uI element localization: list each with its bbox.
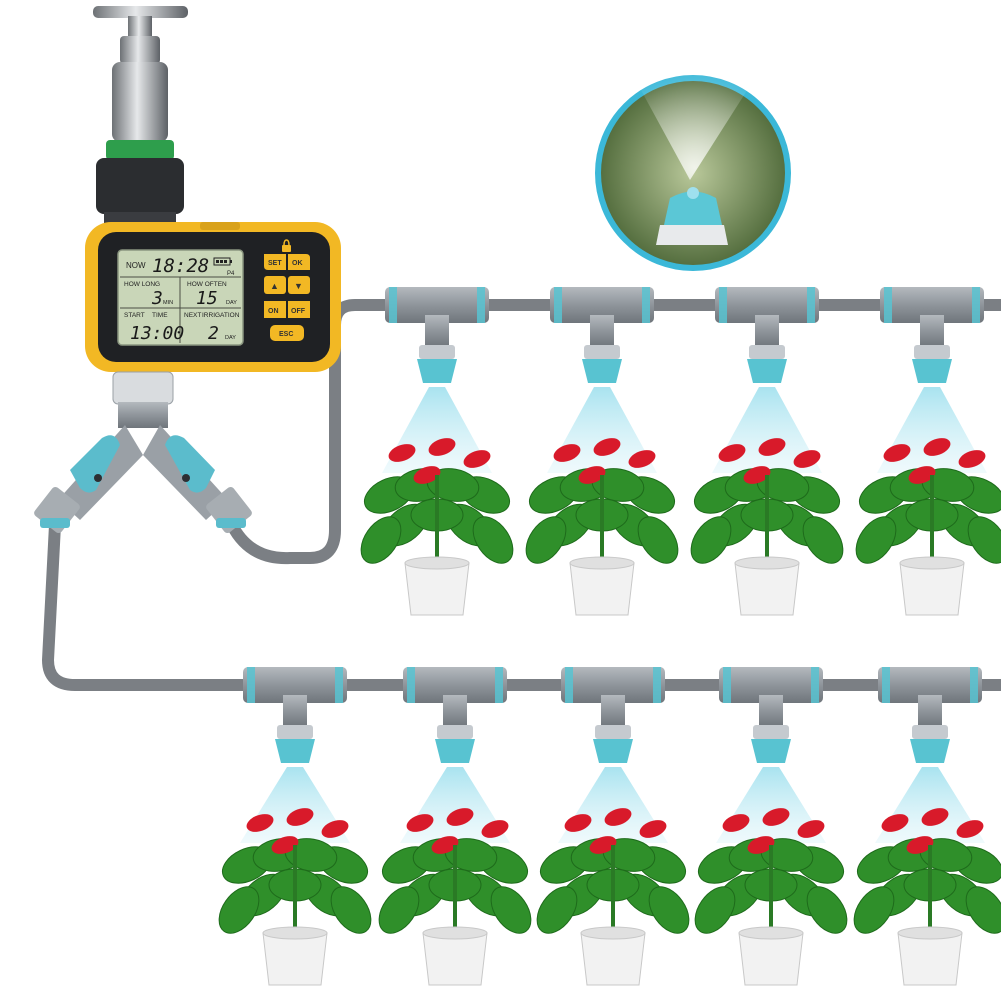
mist-nozzle-icon xyxy=(910,725,950,763)
how-long-value: 3 xyxy=(151,288,163,309)
sprinkler-unit-2-0 xyxy=(218,667,372,986)
up-button[interactable]: ▲ xyxy=(264,276,286,294)
mist-nozzle-icon xyxy=(275,725,315,763)
mist-nozzle-icon xyxy=(582,345,622,383)
how-long-unit: MIN xyxy=(163,300,173,306)
anthurium-plant-icon xyxy=(853,808,1001,934)
flower-pot xyxy=(738,926,804,986)
mist-nozzle-icon xyxy=(435,725,475,763)
set-button[interactable]: SET xyxy=(264,254,286,270)
tee-fitting xyxy=(561,667,665,703)
off-button-label: OFF xyxy=(291,308,306,315)
ok-button-label: OK xyxy=(292,260,303,267)
flower-pot xyxy=(580,926,646,986)
faucet-icon xyxy=(93,6,188,230)
mist-nozzle-icon xyxy=(912,345,952,383)
now-label: NOW xyxy=(126,261,146,270)
flower-pot xyxy=(262,926,328,986)
next-unit: DAY xyxy=(225,335,236,341)
sprinkler-unit-2-3 xyxy=(694,667,848,986)
tee-fitting xyxy=(550,287,654,323)
mist-nozzle-icon xyxy=(593,725,633,763)
flower-pot xyxy=(899,556,965,616)
sprinkler-unit-1-3 xyxy=(855,287,1001,616)
start-label: START xyxy=(124,312,145,319)
water-timer: NOW 18:28 P4 HOW LONG 3 MIN HOW OFTEN 15… xyxy=(85,222,341,372)
left-valve-handle[interactable] xyxy=(70,435,120,493)
sprinkler-rows xyxy=(218,287,1001,986)
program-label: P4 xyxy=(227,271,235,277)
tee-fitting xyxy=(719,667,823,703)
sprinkler-unit-1-2 xyxy=(690,287,844,616)
mist-nozzle-icon xyxy=(747,345,787,383)
next-value: 2 xyxy=(208,323,219,344)
down-button[interactable]: ▼ xyxy=(288,276,310,294)
sprinkler-unit-2-1 xyxy=(378,667,532,986)
anthurium-plant-icon xyxy=(218,808,372,934)
ok-button[interactable]: OK xyxy=(288,254,310,270)
flower-pot xyxy=(897,926,963,986)
how-often-label: HOW OFTEN xyxy=(187,281,227,288)
tee-fitting xyxy=(403,667,507,703)
tee-fitting xyxy=(878,667,982,703)
on-button-label: ON xyxy=(268,308,279,315)
right-valve-handle[interactable] xyxy=(165,435,215,493)
lock-icon xyxy=(282,239,291,252)
anthurium-plant-icon xyxy=(360,438,514,564)
set-button-label: SET xyxy=(268,260,282,267)
sprinkler-unit-1-0 xyxy=(360,287,514,616)
off-button[interactable]: OFF xyxy=(288,301,310,318)
now-value: 18:28 xyxy=(152,255,209,277)
mist-nozzle-inset xyxy=(595,55,791,271)
anthurium-plant-icon xyxy=(536,808,690,934)
sprinkler-unit-1-1 xyxy=(525,287,679,616)
battery-icon xyxy=(213,257,232,266)
anthurium-plant-icon xyxy=(855,438,1001,564)
sprinkler-unit-2-2 xyxy=(536,667,690,986)
flower-pot xyxy=(569,556,635,616)
anthurium-plant-icon xyxy=(525,438,679,564)
tee-fitting xyxy=(880,287,984,323)
time-label: TIME xyxy=(152,312,168,319)
tee-fitting xyxy=(385,287,489,323)
on-button[interactable]: ON xyxy=(264,301,286,318)
mist-nozzle-icon xyxy=(417,345,457,383)
flower-pot xyxy=(422,926,488,986)
anthurium-plant-icon xyxy=(378,808,532,934)
flower-pot xyxy=(734,556,800,616)
flower-pot xyxy=(404,556,470,616)
how-often-value: 15 xyxy=(196,288,218,309)
lower-supply-pipe xyxy=(42,519,1001,691)
esc-button[interactable]: ESC xyxy=(270,325,304,341)
tee-fitting xyxy=(715,287,819,323)
anthurium-plant-icon xyxy=(690,438,844,564)
how-often-unit: DAY xyxy=(226,300,237,306)
esc-button-label: ESC xyxy=(279,331,293,338)
start-value: 13:00 xyxy=(130,323,184,344)
anthurium-plant-icon xyxy=(694,808,848,934)
irrigation-label: IRRIGATION xyxy=(202,312,240,319)
sprinkler-unit-2-4 xyxy=(853,667,1001,986)
y-valve-icon xyxy=(34,371,252,534)
up-arrow-icon: ▲ xyxy=(270,281,279,291)
mist-nozzle-icon xyxy=(751,725,791,763)
next-label: NEXT xyxy=(184,312,201,319)
down-arrow-icon: ▼ xyxy=(294,281,303,291)
how-long-label: HOW LONG xyxy=(124,281,160,288)
tee-fitting xyxy=(243,667,347,703)
